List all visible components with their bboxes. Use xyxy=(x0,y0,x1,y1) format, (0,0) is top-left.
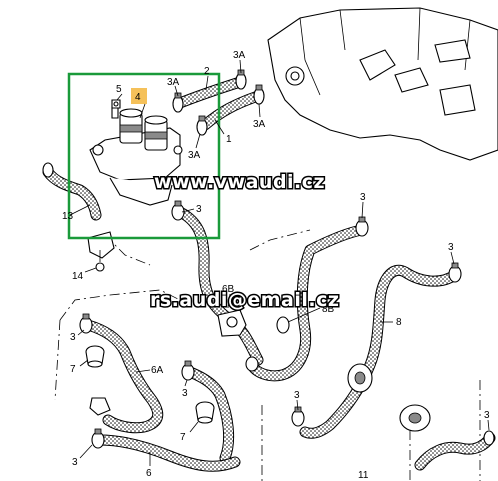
callout-5: 5 xyxy=(116,84,122,95)
hose-13 xyxy=(42,166,102,221)
callout-3A: 3A xyxy=(253,119,266,130)
callout-3: 3 xyxy=(72,457,78,468)
hose-1 xyxy=(199,90,264,131)
callout-3: 3 xyxy=(70,332,76,343)
watermark-site: www.vwaudi.cz xyxy=(154,171,325,193)
callout-1: 1 xyxy=(226,134,232,145)
clamp xyxy=(355,216,369,237)
callout-6A: 6A xyxy=(151,365,164,376)
hose-6B xyxy=(174,206,264,366)
callout-3: 3 xyxy=(196,204,202,215)
callout-3A: 3A xyxy=(233,50,246,61)
hose-clamps xyxy=(42,69,495,449)
callout-3: 3 xyxy=(360,192,366,203)
callout-3: 3 xyxy=(484,410,490,421)
cap-7-left xyxy=(85,345,105,368)
callout-6B: 6B xyxy=(222,284,235,295)
hose-2 xyxy=(174,76,246,109)
callout-3: 3 xyxy=(182,388,188,399)
callout-13: 13 xyxy=(62,211,74,222)
hose-6A xyxy=(82,319,164,434)
clamp xyxy=(276,316,290,334)
callout-3A: 3A xyxy=(167,77,180,88)
clamp xyxy=(42,162,54,178)
reference-outlines xyxy=(54,229,481,481)
clamp xyxy=(196,115,208,136)
grommet xyxy=(399,404,431,432)
connector-6B xyxy=(217,309,247,337)
callout-4: 4 xyxy=(135,92,141,103)
heater-valve xyxy=(89,107,183,206)
clamp xyxy=(171,200,185,221)
callout-3: 3 xyxy=(294,390,300,401)
grommet-mid xyxy=(347,363,373,393)
bolt-5 xyxy=(111,99,121,109)
hoses xyxy=(42,76,496,472)
highlight-box xyxy=(67,72,221,240)
callout-7: 7 xyxy=(180,432,186,443)
fitting-left xyxy=(89,397,111,416)
hose-8 xyxy=(299,264,461,439)
callout-8B: 8B xyxy=(322,304,335,315)
hose-6 xyxy=(94,434,241,472)
leader-lines xyxy=(69,59,490,466)
callouts: 2 3A 3A 3A 3A 5 4 1 3 13 14 3 3 8 8B 6B … xyxy=(62,50,490,481)
callout-14: 14 xyxy=(72,271,84,282)
part4-badge xyxy=(131,88,147,104)
clamp xyxy=(448,262,462,283)
callout-7: 7 xyxy=(70,364,76,375)
small-parts xyxy=(85,99,431,432)
clamp xyxy=(483,430,495,446)
callout-2: 2 xyxy=(204,66,210,77)
hose-11 xyxy=(414,432,496,471)
clamp xyxy=(91,428,105,449)
callout-6: 6 xyxy=(146,468,152,479)
clamp xyxy=(181,360,195,381)
hose-mid xyxy=(184,366,235,464)
callout-3A: 3A xyxy=(188,150,201,161)
clamp xyxy=(79,313,93,334)
cap-7-mid xyxy=(195,401,215,424)
clamp xyxy=(253,84,265,105)
engine-block xyxy=(267,7,498,161)
callout-3: 3 xyxy=(448,242,454,253)
callout-8: 8 xyxy=(396,317,402,328)
callout-11: 11 xyxy=(358,470,369,481)
watermark-email: rs.audi@email.cz xyxy=(150,289,339,311)
clamp xyxy=(245,356,259,372)
watermarks: www.vwaudi.cz rs.audi@email.cz xyxy=(149,170,341,313)
